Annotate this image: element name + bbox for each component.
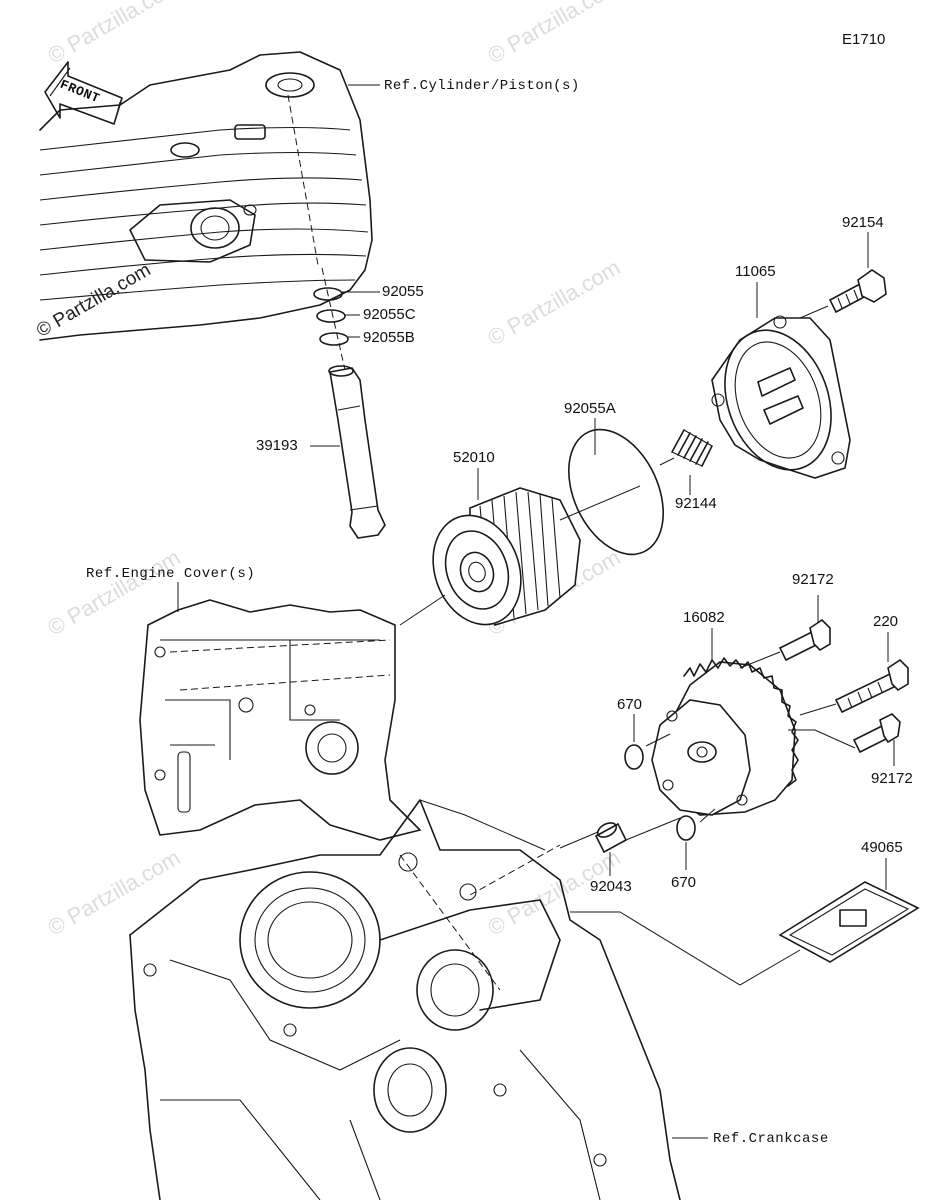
part-label-92055b[interactable]: 92055B: [363, 329, 415, 346]
o-ring-92055: [313, 287, 343, 301]
leader-lines: [177, 84, 895, 1139]
bolt-92172-top: [739, 618, 831, 669]
part-label-39193[interactable]: 39193: [256, 437, 298, 454]
part-label-92144[interactable]: 92144: [675, 495, 717, 512]
diagram-code: E1710: [842, 31, 886, 48]
part-label-670-top[interactable]: 670: [617, 696, 643, 713]
o-ring-92055c: [316, 309, 346, 323]
bolt-92172-bottom: [788, 713, 901, 754]
o-ring-92055b: [319, 332, 349, 346]
part-label-92043[interactable]: 92043: [590, 878, 632, 895]
part-label-49065[interactable]: 49065: [861, 839, 903, 856]
part-label-92172-top[interactable]: 92172: [792, 571, 834, 588]
o-ring-92055a: [559, 428, 675, 556]
part-label-92055c[interactable]: 92055C: [363, 306, 416, 323]
spring-92144: [671, 429, 713, 467]
part-label-670-bottom[interactable]: 670: [671, 874, 697, 891]
engine-cover-drawing: [139, 599, 421, 841]
o-ring-670-top: [624, 744, 644, 770]
ref-cylinder-link[interactable]: Ref.Cylinder/Piston(s): [384, 78, 580, 94]
ref-crankcase-link[interactable]: Ref.Crankcase: [713, 1131, 829, 1147]
ref-engine-cover-link[interactable]: Ref.Engine Cover(s): [86, 566, 256, 582]
part-label-92055a[interactable]: 92055A: [564, 400, 616, 417]
oil-pump-16082: [645, 657, 799, 823]
oil-filter-52010: [399, 487, 581, 626]
part-label-16082[interactable]: 16082: [683, 609, 725, 626]
oil-pipe-39193: [328, 365, 386, 539]
bolt-92154: [828, 269, 887, 314]
crankcase-drawing: [129, 799, 681, 1200]
dowel-pin-92043: [559, 817, 681, 854]
label-49065: [778, 881, 920, 963]
bolt-220: [799, 658, 909, 716]
part-label-92154[interactable]: 92154: [842, 214, 884, 231]
part-label-92055[interactable]: 92055: [382, 283, 424, 300]
part-label-52010[interactable]: 52010: [453, 449, 495, 466]
part-label-11065[interactable]: 11065: [735, 263, 776, 280]
cylinder-drawing: [39, 51, 373, 341]
part-label-220[interactable]: 220: [873, 613, 899, 630]
filter-cover-11065: [711, 305, 851, 479]
part-label-92172-bottom[interactable]: 92172: [871, 770, 913, 787]
o-ring-670-bottom: [676, 815, 696, 841]
